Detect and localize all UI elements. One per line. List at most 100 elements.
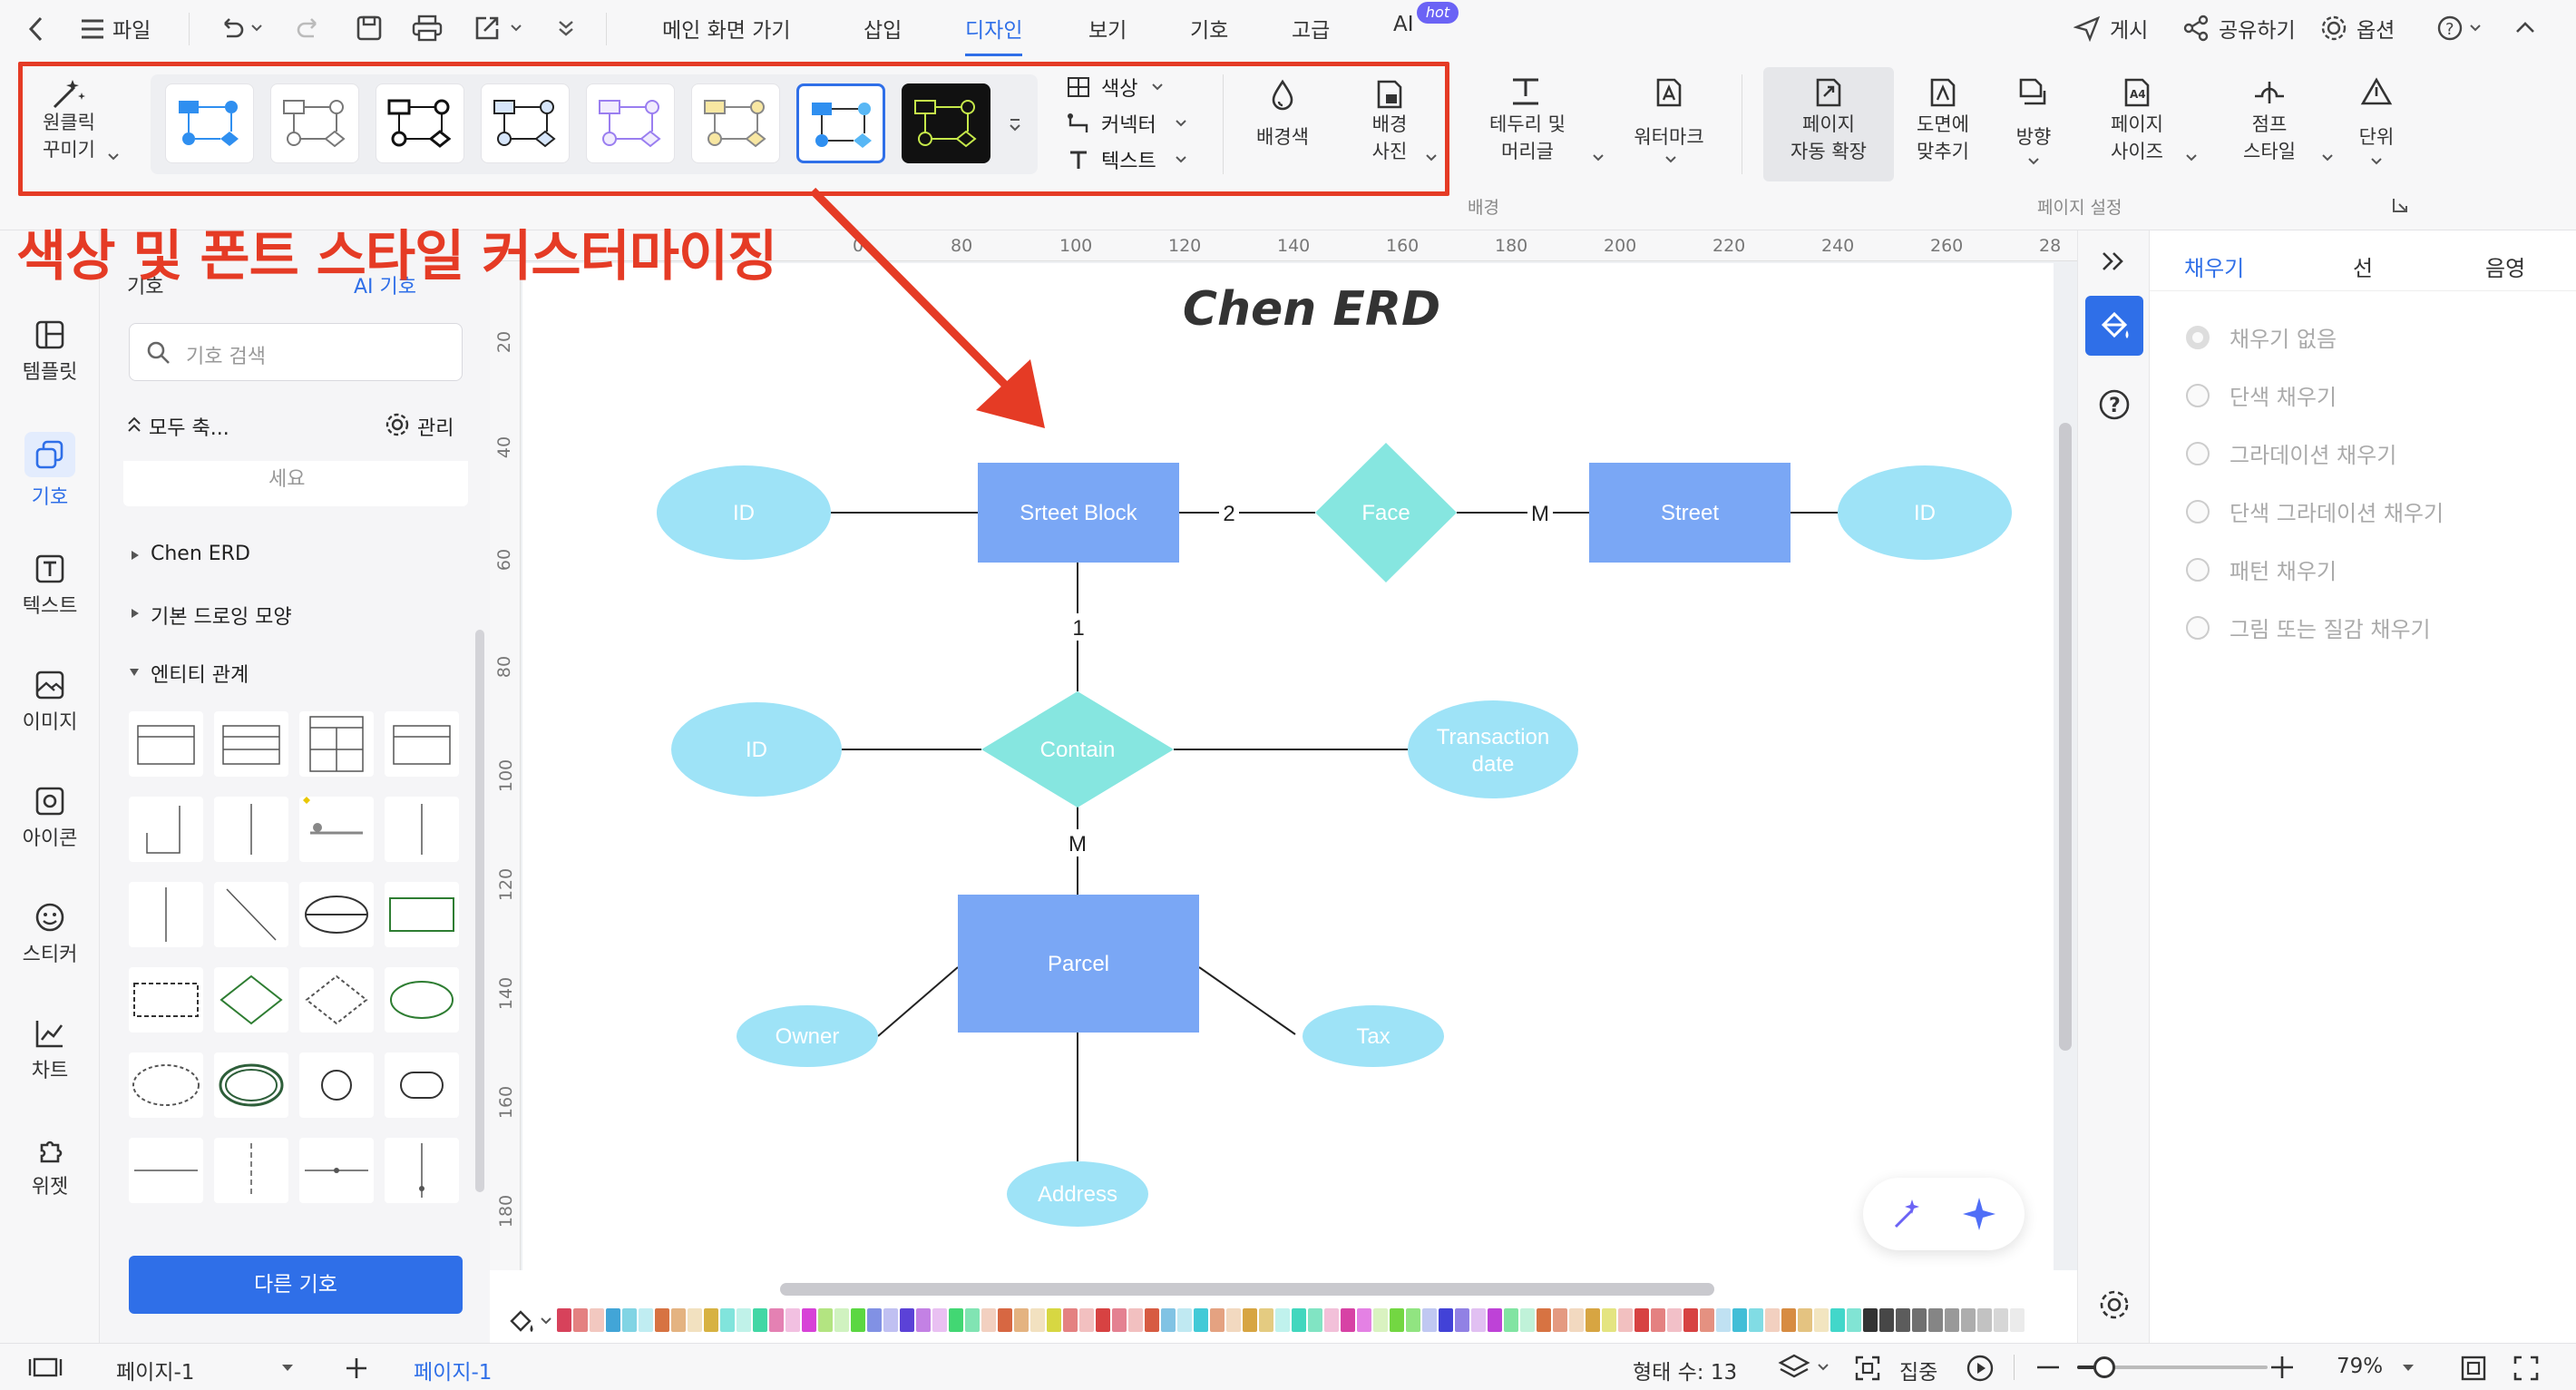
watermark-button[interactable]: 워터마크	[1634, 126, 1704, 148]
radio[interactable]	[2186, 557, 2210, 582]
palette-swatch[interactable]	[1194, 1308, 1208, 1332]
fill-option-none[interactable]: 채우기 없음	[2186, 321, 2337, 353]
palette-swatch[interactable]	[932, 1308, 947, 1332]
tab-ai[interactable]: AI	[1393, 13, 1414, 36]
palette-swatch[interactable]	[704, 1308, 718, 1332]
palette-swatch[interactable]	[1977, 1308, 1992, 1332]
palette-swatch[interactable]	[590, 1308, 604, 1332]
palette-swatch[interactable]	[1112, 1308, 1127, 1332]
chevron-down-icon[interactable]	[2322, 154, 2333, 162]
caret-right-icon[interactable]	[131, 608, 140, 619]
palette-swatch[interactable]	[1096, 1308, 1110, 1332]
rail-image[interactable]: 이미지	[0, 670, 100, 735]
palette-swatch[interactable]	[1781, 1308, 1796, 1332]
theme-swatch-6[interactable]	[691, 83, 780, 163]
gear-icon[interactable]	[2098, 1288, 2131, 1321]
attribute-address[interactable]	[1007, 1161, 1148, 1227]
page-tab-active[interactable]: 페이지-1	[414, 1361, 493, 1385]
palette-swatch[interactable]	[1945, 1308, 1959, 1332]
palette-swatch[interactable]	[1128, 1308, 1143, 1332]
palette-swatch[interactable]	[573, 1308, 588, 1332]
undo-icon[interactable]	[218, 15, 245, 42]
zoom-out-icon[interactable]	[2037, 1366, 2059, 1369]
palette-swatch[interactable]	[557, 1308, 571, 1332]
chevron-down-icon[interactable]	[2186, 154, 2197, 162]
entity-street[interactable]	[1589, 463, 1791, 563]
share-icon[interactable]	[2182, 15, 2210, 42]
palette-swatch[interactable]	[1145, 1308, 1159, 1332]
palette-swatch[interactable]	[1879, 1308, 1894, 1332]
back-icon[interactable]	[27, 16, 45, 42]
palette-swatch[interactable]	[949, 1308, 963, 1332]
zoom-slider[interactable]	[2077, 1366, 2268, 1369]
fill-option-pattern[interactable]: 패턴 채우기	[2186, 553, 2337, 585]
palette-swatch[interactable]	[818, 1308, 833, 1332]
gear-icon[interactable]	[2320, 15, 2347, 42]
expand-panel-icon[interactable]	[2100, 250, 2127, 272]
palette-swatch[interactable]	[802, 1308, 816, 1332]
palette-swatch[interactable]	[1455, 1308, 1469, 1332]
tab-design[interactable]: 디자인	[965, 13, 1023, 56]
tab-view[interactable]: 보기	[1088, 19, 1127, 43]
palette-swatch[interactable]	[1063, 1308, 1078, 1332]
options-button[interactable]: 옵션	[2356, 19, 2395, 43]
one-click-beautify-button[interactable]: 원클릭 꾸미기	[43, 112, 95, 161]
palette-swatch[interactable]	[1732, 1308, 1747, 1332]
horizontal-scrollbar[interactable]	[780, 1283, 1714, 1296]
chevron-down-icon[interactable]	[1152, 83, 1163, 91]
palette-swatch[interactable]	[1439, 1308, 1453, 1332]
gallery-more-icon[interactable]	[1009, 118, 1021, 132]
palette-swatch[interactable]	[1553, 1308, 1567, 1332]
tab-fill[interactable]: 채우기	[2184, 256, 2245, 281]
chevron-down-icon[interactable]	[1818, 1364, 1829, 1371]
symbol-multivalued-attribute[interactable]	[214, 1052, 288, 1118]
fill-option-picture[interactable]: 그림 또는 질감 채우기	[2186, 612, 2431, 643]
more-down-icon[interactable]	[557, 18, 575, 38]
symbol-ellipse-line[interactable]	[299, 882, 374, 947]
palette-swatch[interactable]	[1651, 1308, 1665, 1332]
canvas-page[interactable]: Chen ERD 2 M 1 M ID	[522, 263, 2054, 1276]
symbol-search-input[interactable]: 기호 검색	[129, 323, 463, 381]
help-icon[interactable]: ?	[2098, 388, 2131, 421]
palette-swatch[interactable]	[998, 1308, 1012, 1332]
palette-swatch[interactable]	[834, 1308, 849, 1332]
palette-swatch[interactable]	[737, 1308, 751, 1332]
rail-templates[interactable]: 템플릿	[0, 319, 100, 385]
palette-swatch[interactable]	[900, 1308, 914, 1332]
category-basic-shapes[interactable]: 기본 드로잉 모양	[151, 606, 292, 629]
symbol-line-horizontal[interactable]	[129, 1138, 203, 1203]
fill-option-gradient[interactable]: 그라데이션 채우기	[2186, 437, 2396, 469]
symbol-weak-entity[interactable]	[129, 967, 203, 1033]
palette-swatch[interactable]	[1308, 1308, 1322, 1332]
palette-swatch[interactable]	[720, 1308, 735, 1332]
palette-swatch[interactable]	[1912, 1308, 1927, 1332]
tab-home[interactable]: 메인 화면 가기	[662, 19, 791, 43]
chevron-down-icon[interactable]	[2402, 1364, 2415, 1373]
layers-icon[interactable]	[1778, 1353, 1810, 1380]
symbol-attribute[interactable]	[385, 967, 459, 1033]
symbol-weak-relationship[interactable]	[299, 967, 374, 1033]
palette-swatch[interactable]	[1324, 1308, 1339, 1332]
theme-swatch-1[interactable]	[165, 83, 254, 163]
symbol-relation-note[interactable]	[299, 797, 374, 862]
symbol-line-dot[interactable]	[299, 1138, 374, 1203]
palette-swatch[interactable]	[1243, 1308, 1257, 1332]
relationship-contain[interactable]	[981, 691, 1174, 808]
rail-charts[interactable]: 차트	[0, 1018, 100, 1083]
attribute-id[interactable]	[671, 702, 842, 797]
tab-shadow[interactable]: 음영	[2485, 256, 2526, 281]
unit-button[interactable]: 단위	[2358, 126, 2395, 148]
symbol-connector-vertical[interactable]	[214, 797, 288, 862]
relationship-face[interactable]	[1315, 443, 1457, 582]
palette-swatch[interactable]	[1030, 1308, 1045, 1332]
palette-swatch[interactable]	[1406, 1308, 1420, 1332]
collapse-ribbon-icon[interactable]	[2514, 18, 2536, 36]
tab-insert[interactable]: 삽입	[864, 19, 903, 43]
attribute-id[interactable]	[657, 465, 831, 560]
chevron-down-icon[interactable]	[250, 24, 263, 33]
palette-swatch[interactable]	[2010, 1308, 2025, 1332]
palette-swatch[interactable]	[1863, 1308, 1878, 1332]
publish-button[interactable]: 게시	[2110, 19, 2149, 43]
palette-swatch[interactable]	[671, 1308, 686, 1332]
palette-swatch[interactable]	[916, 1308, 931, 1332]
